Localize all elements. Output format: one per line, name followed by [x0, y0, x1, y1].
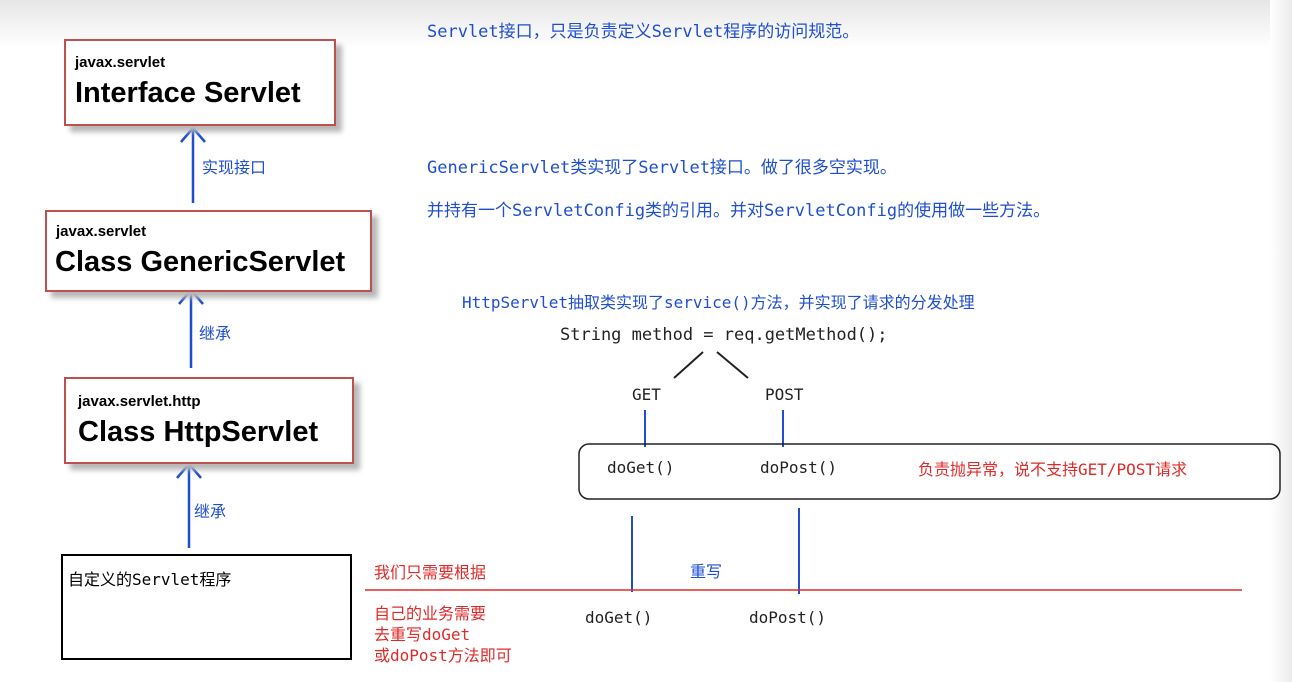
override-dopost: doPost(): [749, 608, 827, 627]
http-service-note: HttpServlet抽取类实现了service()方法，并实现了请求的分发处理: [462, 293, 975, 312]
branch-left-line: [673, 351, 704, 379]
generic-note-line1: GenericServlet类实现了Servlet接口。做了很多空实现。: [427, 158, 897, 178]
override-doget: doGet(): [585, 608, 653, 627]
post-label: POST: [765, 385, 804, 404]
dispatch-error-note: 负责抛异常，说不支持GET/POST请求: [918, 460, 1188, 479]
dispatch-doget: doGet(): [607, 458, 675, 477]
extends2-label: 继承: [194, 502, 227, 521]
branch-right-line: [716, 351, 749, 379]
custom-servlet-box: 自定义的Servlet程序: [61, 554, 352, 660]
user-note-line1: 我们只需要根据: [374, 563, 487, 582]
dispatch-dopost: doPost(): [760, 458, 838, 477]
extends1-label: 继承: [199, 324, 232, 343]
servlet-class-label: Interface Servlet: [75, 77, 301, 109]
servlet-interface-box: javax.servlet Interface Servlet: [64, 39, 336, 126]
extends2-arrow-head: [176, 462, 202, 479]
custom-servlet-label: 自定义的Servlet程序: [68, 570, 232, 589]
right-shade: [1270, 0, 1292, 682]
implements-label: 实现接口: [202, 158, 267, 177]
generic-servlet-box: javax.servlet Class GenericServlet: [45, 210, 372, 292]
dispatch-box: [578, 443, 1281, 500]
get-label: GET: [632, 385, 661, 404]
user-note-line4: 或doPost方法即可: [374, 646, 512, 665]
generic-class-label: Class GenericServlet: [55, 246, 346, 278]
user-note-line2: 自己的业务需要: [374, 604, 487, 623]
http-package-label: javax.servlet.http: [78, 393, 201, 410]
implements-arrow-head: [180, 126, 206, 143]
generic-note-line2: 并持有一个ServletConfig类的引用。并对ServletConfig的使…: [427, 201, 1051, 221]
servlet-package-label: javax.servlet: [75, 54, 166, 71]
override-label: 重写: [690, 562, 723, 581]
http-class-label: Class HttpServlet: [78, 416, 319, 448]
method-code: String method = req.getMethod();: [560, 325, 888, 345]
generic-package-label: javax.servlet: [56, 223, 147, 240]
user-note-line3: 去重写doGet: [374, 625, 471, 644]
servlet-interface-note: Servlet接口，只是负责定义Servlet程序的访问规范。: [427, 22, 860, 42]
http-servlet-box: javax.servlet.http Class HttpServlet: [64, 377, 354, 464]
